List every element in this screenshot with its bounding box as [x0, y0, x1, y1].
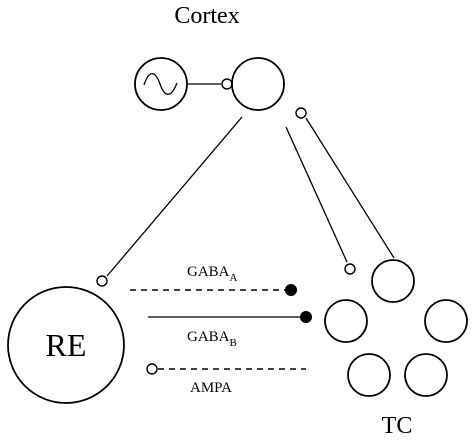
cortex-label: Cortex	[174, 3, 239, 29]
tc-to-cortex-line	[305, 117, 395, 259]
tc-neuron	[347, 353, 391, 397]
cortex-to-re-synapse	[96, 275, 108, 287]
gaba-b-synapse	[300, 311, 312, 323]
ampa-label: AMPA	[190, 380, 232, 396]
oscillator-circle	[134, 57, 188, 111]
gaba-a-label: GABAA	[187, 264, 238, 284]
sine-wave-icon	[143, 72, 178, 96]
cortex-neuron	[231, 57, 285, 111]
tc-label: TC	[382, 413, 413, 439]
cortex-to-tc-synapse	[344, 263, 356, 275]
tc-neuron	[424, 299, 468, 343]
tc-to-cortex-synapse	[295, 107, 307, 119]
cortex-to-tc-line	[285, 126, 348, 263]
tc-neuron	[324, 299, 368, 343]
tc-neuron	[371, 259, 415, 303]
ampa-synapse	[146, 363, 158, 375]
oscillator-node	[134, 57, 188, 111]
oscillator-to-cortex-synapse	[221, 78, 233, 90]
gaba-b-label: GABAB	[187, 329, 237, 349]
tc-neuron	[404, 353, 448, 397]
tc-cluster	[324, 259, 468, 397]
re-neuron	[7, 286, 125, 404]
re-label: RE	[46, 327, 87, 363]
gaba-a-synapse	[285, 284, 297, 296]
cortex-to-re-line	[106, 116, 243, 277]
